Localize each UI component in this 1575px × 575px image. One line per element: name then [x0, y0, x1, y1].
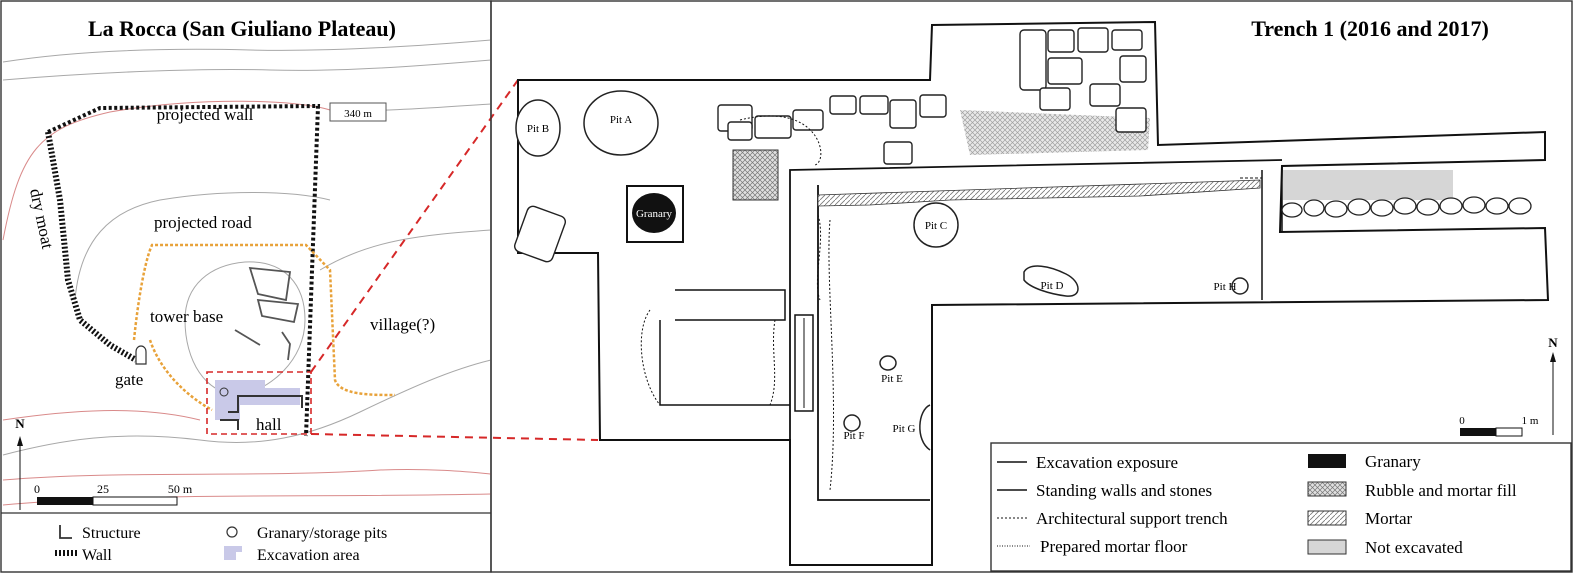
contour-lines	[2, 39, 492, 506]
scale-right-0: 0	[1459, 415, 1465, 427]
hall-label: hall	[256, 415, 282, 434]
wall-lines	[45, 103, 321, 437]
legend-trench-label: Architectural support trench	[1036, 509, 1228, 528]
standing-stones	[513, 27, 1147, 263]
pit-e-label: Pit E	[881, 373, 903, 385]
legend-not-excavated-icon	[1307, 539, 1347, 555]
scale-bar-left	[37, 496, 178, 506]
gate-symbol	[135, 345, 147, 365]
legend-mortar-label: Mortar	[1365, 509, 1413, 528]
scale-left-0: 0	[34, 482, 40, 496]
not-excavated-area	[1283, 170, 1453, 200]
legend-mortar-icon	[1307, 510, 1347, 526]
pit-f	[843, 414, 861, 432]
scale-right-1m: 1 m	[1522, 415, 1539, 427]
support-trench-features	[640, 115, 1263, 491]
pit-legend-icon	[226, 526, 238, 538]
legend-rubble-label: Rubble and mortar fill	[1365, 481, 1517, 500]
callout-line-bottom	[310, 433, 599, 441]
legend-not-excavated-label: Not excavated	[1365, 538, 1463, 557]
trench-inner-wall	[789, 159, 1283, 501]
left-panel-frame	[0, 0, 492, 573]
excavation-area	[215, 380, 300, 420]
callout-line-top	[310, 79, 519, 373]
dry-moat-wall	[45, 131, 138, 363]
elevation-label: 340 m	[344, 108, 372, 120]
hall-walls	[220, 395, 303, 430]
rubble-fill-strip	[960, 110, 1150, 155]
projected-road-line	[132, 243, 396, 412]
mortar-strip	[817, 179, 1261, 207]
pit-a	[583, 90, 659, 156]
pit-d-label: Pit D	[1041, 280, 1064, 292]
structure-legend-icon	[59, 525, 72, 539]
right-title: Trench 1 (2016 and 2017)	[1251, 16, 1489, 41]
north-arrow-right	[1550, 352, 1556, 435]
legend-structure-label: Structure	[82, 525, 141, 542]
tower-base-structures	[234, 266, 300, 361]
legend-walls-label: Standing walls and stones	[1036, 481, 1212, 500]
legend-pits-label: Granary/storage pits	[257, 525, 387, 542]
granary-fill	[632, 193, 676, 233]
legend-exposure-label: Excavation exposure	[1036, 453, 1178, 472]
right-panel: Trench 1 (2016 and 2017) Pit B Pit A Pit…	[490, 0, 1573, 573]
village-label: village(?)	[370, 315, 435, 334]
pit-a-label: Pit A	[610, 114, 632, 126]
callout-box	[206, 371, 312, 435]
legend-rubble-icon	[1307, 481, 1347, 497]
north-label-left: N	[15, 416, 25, 431]
scale-left-25: 25	[97, 482, 109, 496]
projected-wall-line	[47, 103, 321, 437]
right-panel-frame	[490, 0, 1573, 573]
dry-moat-label: dry moat	[26, 187, 57, 251]
tower-base-label: tower base	[150, 307, 223, 326]
pit-f-label: Pit F	[843, 430, 864, 442]
pit-e	[879, 355, 897, 371]
pits	[515, 90, 1249, 451]
pit-c	[913, 202, 959, 248]
left-panel: La Rocca (San Giuliano Plateau) projecte…	[0, 0, 599, 573]
legend-granary-label: Granary	[1365, 452, 1421, 471]
gate-label: gate	[115, 370, 143, 389]
north-label-right: N	[1548, 335, 1558, 350]
legend-floor-label: Prepared mortar floor	[1040, 537, 1188, 556]
trench-legend-box	[990, 442, 1572, 572]
pit-g-label: Pit G	[893, 423, 916, 435]
stone-row-right	[1281, 196, 1532, 218]
projected-road-label: projected road	[154, 213, 252, 232]
projected-wall-label: projected wall	[157, 105, 254, 124]
pit-d	[1023, 265, 1079, 297]
pit-b	[515, 99, 561, 157]
excavation-legend-icon	[224, 546, 242, 560]
rubble-fill-area	[732, 149, 779, 201]
legend-wall-label: Wall	[82, 547, 112, 564]
trench-outline	[517, 20, 1550, 566]
granary-label: Granary	[636, 208, 673, 220]
pit-c-label: Pit C	[925, 220, 947, 232]
legend-excavation-label: Excavation area	[257, 547, 360, 564]
scale-bar-right	[1460, 427, 1523, 437]
north-arrow-left	[17, 436, 23, 510]
pit-h-label: Pit H	[1214, 281, 1237, 293]
left-title: La Rocca (San Giuliano Plateau)	[88, 16, 396, 41]
elevation-box	[329, 102, 387, 122]
legend-granary-icon	[1308, 454, 1346, 468]
scale-left-50: 50 m	[168, 482, 193, 496]
pit-h	[1231, 277, 1249, 295]
granary-pit-marker	[219, 387, 229, 397]
pit-g	[919, 404, 931, 451]
pit-b-label: Pit B	[527, 123, 549, 135]
